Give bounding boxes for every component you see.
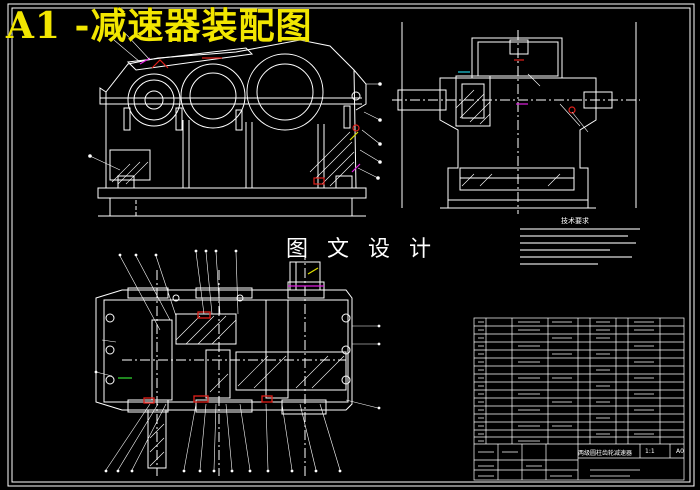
drawing-title: A1 -减速器装配图 — [6, 5, 313, 47]
watermark-text: 图 文 设 计 — [286, 237, 437, 262]
top-view-leaders — [95, 251, 379, 471]
top-view-hatch — [149, 315, 345, 467]
side-view-leaders — [527, 73, 589, 133]
side-view — [392, 22, 640, 214]
title-block-sheet-size: A0 — [676, 448, 684, 455]
top-view — [95, 250, 353, 476]
bom-table-text-marks — [478, 321, 654, 477]
front-view-accents — [139, 57, 361, 185]
drawing-frame — [7, 3, 695, 487]
side-view-accents — [458, 59, 576, 114]
title-block-scale: 1:1 — [645, 448, 655, 455]
bom-table — [473, 317, 685, 481]
technical-notes-title: 技术要求 — [561, 217, 589, 225]
title-block-name: 两级圆柱齿轮减速器 — [578, 450, 633, 457]
side-view-hatch — [455, 89, 561, 187]
front-view — [97, 39, 367, 217]
front-view-leaders — [88, 31, 382, 180]
top-view-callout-dots — [94, 249, 381, 473]
technical-notes-lines — [520, 228, 640, 265]
front-view-hatch — [111, 131, 355, 187]
